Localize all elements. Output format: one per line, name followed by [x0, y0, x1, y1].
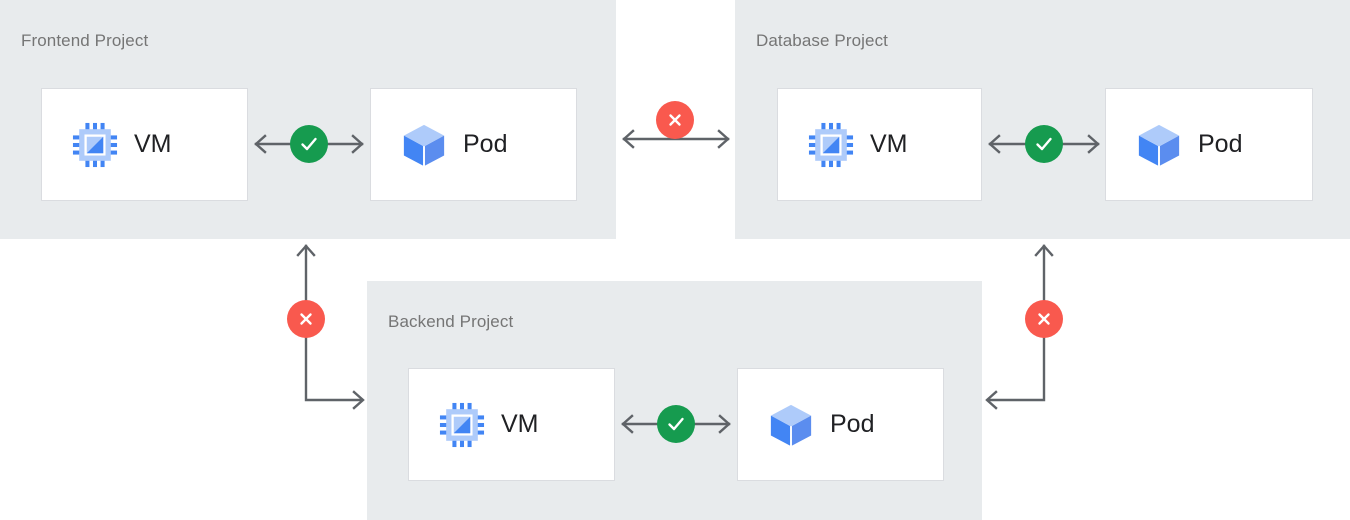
resource-card-frontend-vm[interactable]: VM: [41, 88, 248, 201]
check-icon: [1036, 137, 1052, 151]
cube-icon: [1136, 122, 1182, 168]
panel-title-frontend: Frontend Project: [21, 31, 149, 50]
x-icon: [669, 114, 681, 126]
resource-label: Pod: [830, 410, 875, 438]
status-badge-allowed-database[interactable]: [1025, 125, 1063, 163]
check-icon: [668, 417, 684, 431]
resource-label: VM: [870, 130, 908, 158]
chip-icon: [808, 122, 854, 168]
resource-card-backend-vm[interactable]: VM: [408, 368, 615, 481]
cube-icon: [401, 122, 447, 168]
check-icon: [301, 137, 317, 151]
status-badge-allowed-backend[interactable]: [657, 405, 695, 443]
resource-card-backend-pod[interactable]: Pod: [737, 368, 944, 481]
resource-card-frontend-pod[interactable]: Pod: [370, 88, 577, 201]
status-badge-blocked-frontend-database[interactable]: [656, 101, 694, 139]
x-icon: [300, 313, 312, 325]
resource-label: VM: [134, 130, 172, 158]
resource-label: VM: [501, 410, 539, 438]
resource-card-database-pod[interactable]: Pod: [1105, 88, 1313, 201]
status-badge-blocked-database-backend[interactable]: [1025, 300, 1063, 338]
chip-icon: [439, 402, 485, 448]
status-badge-allowed-frontend[interactable]: [290, 125, 328, 163]
cube-icon: [768, 402, 814, 448]
resource-card-database-vm[interactable]: VM: [777, 88, 982, 201]
x-icon: [1038, 313, 1050, 325]
status-badge-blocked-frontend-backend[interactable]: [287, 300, 325, 338]
resource-label: Pod: [463, 130, 508, 158]
panel-title-database: Database Project: [756, 31, 889, 50]
resource-label: Pod: [1198, 130, 1243, 158]
chip-icon: [72, 122, 118, 168]
panel-title-backend: Backend Project: [388, 312, 514, 331]
